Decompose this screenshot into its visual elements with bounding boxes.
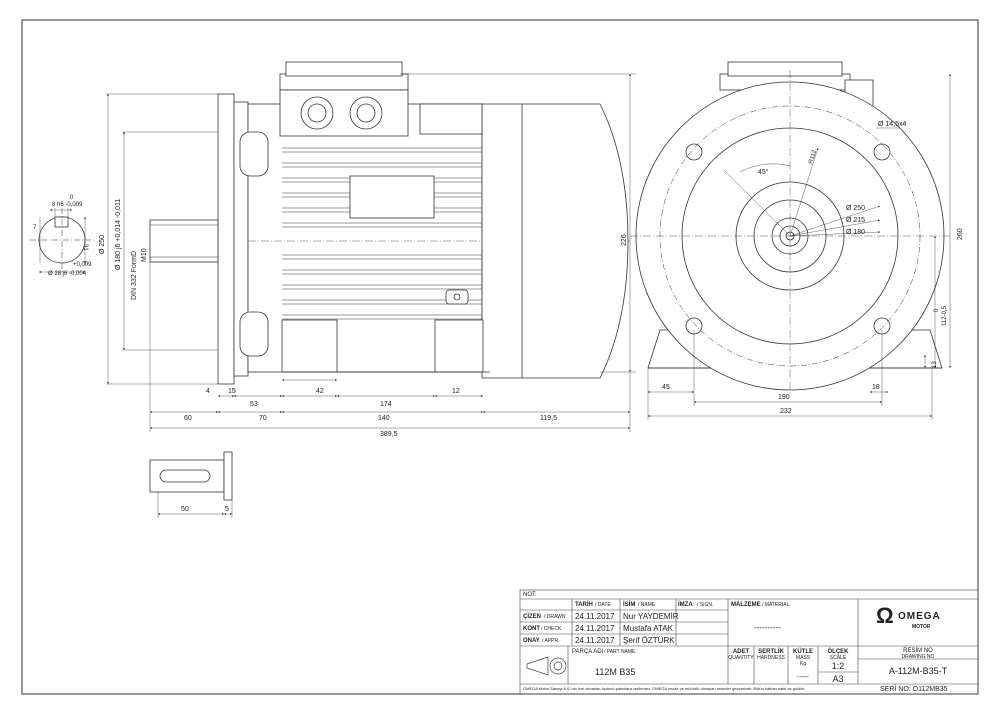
key-dim-top: 0 bbox=[70, 195, 74, 201]
key-dim-width: 8 h6 -0,009 bbox=[52, 202, 83, 208]
front-dim-d180: Ø 180 bbox=[846, 229, 865, 236]
key-detail-view bbox=[30, 208, 94, 273]
drawing-no-label-en: DRAWING NO bbox=[901, 654, 935, 660]
side-dim-53: 53 bbox=[250, 401, 258, 408]
side-dim-70: 70 bbox=[259, 415, 267, 422]
hardness-label: SERTLİK bbox=[758, 649, 784, 655]
row-appr-role-en: / APPR. bbox=[542, 638, 560, 644]
side-dim-thread: M10 bbox=[141, 248, 148, 262]
side-dim-15: 15 bbox=[228, 388, 236, 395]
mass-value: ----- bbox=[797, 674, 809, 681]
col-name-en: / NAME bbox=[638, 602, 656, 608]
side-dim-174: 174 bbox=[380, 401, 392, 408]
mass-unit: Kg bbox=[799, 661, 807, 667]
front-view-dimensions bbox=[647, 74, 951, 420]
shaft-dim-len: 50 bbox=[181, 506, 189, 513]
col-sign-en: / SIGN. bbox=[697, 602, 714, 608]
qty-label: ADET bbox=[732, 649, 750, 655]
mass-label-en: MASS bbox=[795, 655, 811, 661]
col-name-label: İSİM bbox=[623, 602, 636, 608]
side-dim-4: 4 bbox=[206, 388, 210, 395]
front-dim-18: 18 bbox=[872, 384, 880, 391]
hardness-label-en: HARDNESS bbox=[757, 655, 785, 661]
side-dim-119: 119,5 bbox=[540, 415, 557, 422]
row-check-name: Mustafa ATAK bbox=[623, 624, 673, 633]
drawing-no-label: RESİM NO bbox=[903, 648, 933, 654]
front-dim-holes: Ø 14,5x4 bbox=[878, 121, 907, 128]
row-drawn-role-en: / DRAWN bbox=[544, 614, 566, 620]
col-date-label: TARİH bbox=[575, 602, 593, 608]
part-name-label: PARÇA ADI bbox=[572, 649, 604, 655]
key-dim-height: 31 bbox=[82, 244, 88, 251]
front-dim-232: 232 bbox=[780, 408, 792, 415]
row-appr-date: 24.11.2017 bbox=[575, 636, 615, 645]
footer-note: OMEGA Motor Sanayi A.Ş.'nin izni olmadan… bbox=[523, 686, 805, 691]
side-dim-42: 42 bbox=[316, 388, 324, 395]
side-view bbox=[149, 61, 630, 501]
material-label-en: / MATERIAL bbox=[762, 602, 790, 608]
side-view-dimensions bbox=[106, 73, 636, 518]
side-dim-flange-od: Ø 250 bbox=[99, 235, 106, 254]
front-view bbox=[630, 61, 950, 395]
material-value: ---------- bbox=[754, 623, 781, 632]
row-check-date: 24.11.2017 bbox=[575, 624, 615, 633]
side-dim-total: 389,5 bbox=[380, 431, 398, 438]
shaft-dim-end: 5 bbox=[225, 506, 229, 513]
front-dim-r112: R112 bbox=[808, 149, 818, 165]
serial-no: SERİ NO: O112MB35 bbox=[880, 686, 948, 693]
front-dim-angle: 45° bbox=[758, 168, 769, 176]
key-dim-shaft: Ø 28 j6 -0,004 bbox=[48, 271, 87, 277]
front-dim-center: 0 bbox=[934, 308, 940, 312]
not-label: NOT: bbox=[523, 592, 537, 598]
front-dim-d250: Ø 250 bbox=[846, 205, 865, 212]
row-appr-name: Şerif ÖZTÜRK bbox=[623, 636, 675, 645]
part-name-label-en: / PART NAME bbox=[604, 649, 636, 655]
scale-label: ÖLÇEK bbox=[827, 649, 849, 655]
key-dim-left: 7 bbox=[33, 225, 37, 231]
side-dim-140: 140 bbox=[378, 415, 390, 422]
material-label: MALZEME bbox=[731, 602, 761, 608]
scale-value: 1:2 bbox=[831, 661, 845, 671]
side-dim-12: 12 bbox=[452, 388, 460, 395]
qty-label-en: QUANTITY bbox=[728, 655, 754, 661]
drawing-no-value: A-112M-B35-T bbox=[888, 666, 948, 676]
row-drawn-date: 24.11.2017 bbox=[575, 612, 615, 621]
part-symbol-icon bbox=[526, 656, 567, 676]
col-date-en: / DATE bbox=[595, 602, 611, 608]
front-dim-center2: 112-0,5 bbox=[942, 305, 948, 326]
front-dim-45: 45 bbox=[662, 384, 670, 391]
title-block-grid bbox=[519, 589, 979, 695]
front-dim-d215: Ø 215 bbox=[846, 217, 865, 224]
side-dim-60: 60 bbox=[184, 415, 192, 422]
paper-size: A3 bbox=[832, 674, 844, 684]
side-dim-din: DIN 332 FormD bbox=[131, 251, 138, 300]
side-dim-height: 226 bbox=[621, 234, 628, 246]
col-sign-label: İMZA bbox=[678, 602, 693, 608]
row-drawn-name: Nur YAYDEMİR bbox=[623, 612, 679, 621]
side-dim-spigot: Ø 180 j6 +0,014 -0,011 bbox=[115, 199, 122, 270]
logo-subtext: MOTOR bbox=[912, 624, 931, 630]
row-check-role: KONT bbox=[523, 626, 540, 632]
row-check-role-en: / CHECK bbox=[541, 626, 562, 632]
row-drawn-role: ÇİZEN bbox=[523, 614, 541, 620]
svg-text:Ω: Ω bbox=[876, 603, 894, 628]
front-dim-190: 190 bbox=[778, 394, 790, 401]
key-dim-tol: +0,009 bbox=[73, 262, 92, 268]
omega-logo: Ω bbox=[876, 603, 894, 628]
front-dim-foot: 13 bbox=[932, 361, 938, 368]
front-dim-height: 260 bbox=[957, 228, 964, 240]
mass-label: KÜTLE bbox=[793, 649, 813, 655]
part-name-value: 112M B35 bbox=[595, 667, 636, 677]
scale-label-en: SCALE bbox=[829, 655, 847, 661]
row-appr-role: ONAY bbox=[523, 638, 540, 644]
sheet-border bbox=[21, 19, 979, 695]
logo-text: OMEGA bbox=[898, 611, 941, 622]
